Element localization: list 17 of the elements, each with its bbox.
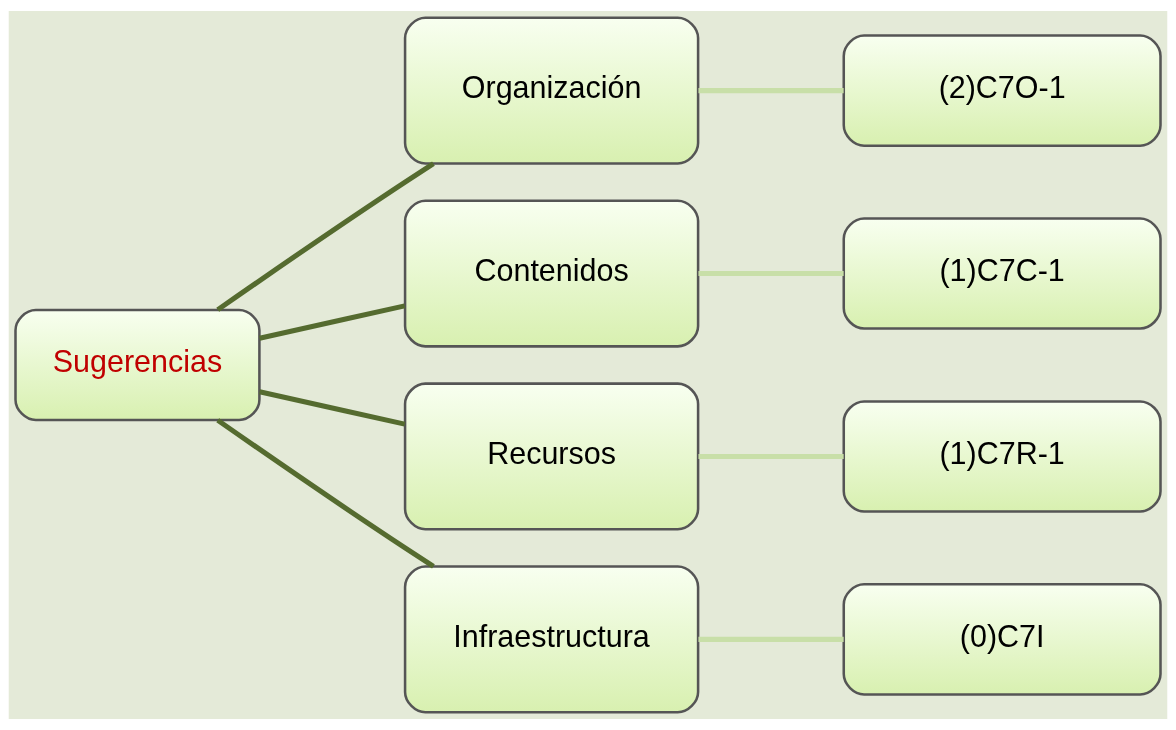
node-box: Organización [403,16,700,165]
node-box: Contenidos [403,199,700,348]
node-box: (2)C7O-1 [842,34,1162,147]
connector [216,418,435,569]
node-box: (1)C7C-1 [842,217,1162,330]
connector [698,88,844,94]
connector [698,636,844,642]
node-box: (1)C7R-1 [842,400,1162,513]
connector [698,271,844,277]
connector [259,389,406,427]
node-box: Infraestructura [403,565,700,714]
node-box: Sugerencias [14,308,261,422]
node-box: Recursos [403,382,700,531]
connector [216,161,435,312]
connector [698,453,844,459]
connector [259,303,406,341]
node-box: (0)C7I [842,583,1162,696]
